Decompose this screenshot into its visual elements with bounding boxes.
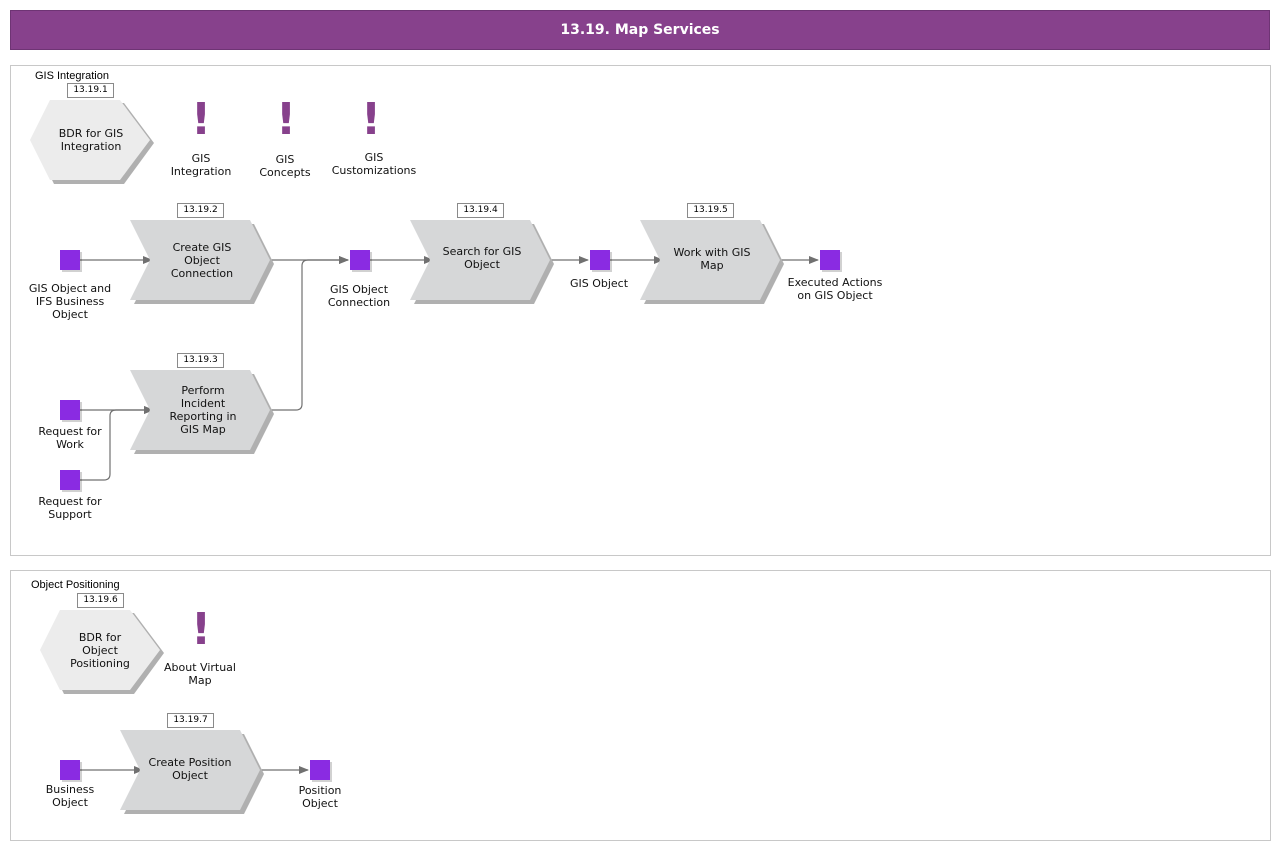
group-gis-integration bbox=[10, 65, 1271, 556]
page-title: 13.19. Map Services bbox=[10, 10, 1270, 50]
badge-13-19-7: 13.19.7 bbox=[167, 713, 214, 728]
bdr-gis-integration-label: BDR for GIS Integration bbox=[58, 127, 124, 153]
gis-integration-info-label: GIS Integration bbox=[170, 152, 232, 178]
gis-integration-info-icon[interactable]: ! bbox=[191, 94, 212, 145]
search-gis-object-label: Search for GIS Object bbox=[442, 245, 522, 271]
badge-13-19-2: 13.19.2 bbox=[177, 203, 224, 218]
business-object-label: Business Object bbox=[45, 783, 95, 809]
request-support-label: Request for Support bbox=[38, 495, 102, 521]
create-position-object-label: Create Position Object bbox=[148, 756, 232, 782]
executed-actions-square[interactable] bbox=[820, 250, 840, 270]
perform-incident-reporting-chevron[interactable] bbox=[130, 370, 275, 455]
bdr-object-positioning-hexagon[interactable] bbox=[40, 610, 164, 694]
about-virtual-map-info-label: About Virtual Map bbox=[164, 661, 236, 687]
create-position-object-chevron[interactable] bbox=[120, 730, 265, 815]
badge-13-19-1: 13.19.1 bbox=[67, 83, 114, 98]
gis-object-connection-label: GIS Object Connection bbox=[327, 283, 391, 309]
about-virtual-map-info-icon[interactable]: ! bbox=[191, 604, 212, 655]
search-gis-object-chevron[interactable] bbox=[410, 220, 555, 305]
gis-concepts-info-icon[interactable]: ! bbox=[276, 94, 297, 145]
perform-incident-reporting-label: Perform Incident Reporting in GIS Map bbox=[169, 384, 237, 436]
work-gis-map-chevron[interactable] bbox=[640, 220, 785, 305]
gis-object-label: GIS Object bbox=[569, 277, 629, 290]
gis-object-square[interactable] bbox=[590, 250, 610, 270]
badge-13-19-3: 13.19.3 bbox=[177, 353, 224, 368]
group-label-object-positioning: Object Positioning bbox=[31, 579, 120, 591]
connector-incident-to-gis-conn bbox=[270, 256, 349, 411]
badge-13-19-5: 13.19.5 bbox=[687, 203, 734, 218]
bdr-object-positioning-label: BDR for Object Positioning bbox=[70, 630, 130, 670]
gis-concepts-info-label: GIS Concepts bbox=[259, 153, 311, 179]
executed-actions-label: Executed Actions on GIS Object bbox=[787, 276, 883, 302]
request-work-square[interactable] bbox=[60, 400, 80, 420]
business-object-square[interactable] bbox=[60, 760, 80, 780]
work-gis-map-label: Work with GIS Map bbox=[673, 246, 751, 272]
badge-13-19-6: 13.19.6 bbox=[77, 593, 124, 608]
gis-ifs-object-label: GIS Object and IFS Business Object bbox=[28, 282, 112, 321]
group-label-gis-integration: GIS Integration bbox=[35, 70, 109, 82]
gis-ifs-object-square[interactable] bbox=[60, 250, 80, 270]
badge-13-19-4: 13.19.4 bbox=[457, 203, 504, 218]
bdr-gis-integration-hexagon[interactable] bbox=[30, 100, 154, 184]
gis-customizations-info-icon[interactable]: ! bbox=[361, 94, 382, 145]
request-work-label: Request for Work bbox=[38, 425, 102, 451]
connector-request-support-to-incident bbox=[80, 406, 154, 481]
gis-object-connection-square[interactable] bbox=[350, 250, 370, 270]
create-gis-object-connection-chevron[interactable] bbox=[130, 220, 275, 305]
create-gis-object-connection-label: Create GIS Object Connection bbox=[170, 240, 234, 280]
request-support-square[interactable] bbox=[60, 470, 80, 490]
gis-customizations-info-label: GIS Customizations bbox=[331, 151, 417, 177]
position-object-label: Position Object bbox=[298, 784, 342, 810]
position-object-square[interactable] bbox=[310, 760, 330, 780]
